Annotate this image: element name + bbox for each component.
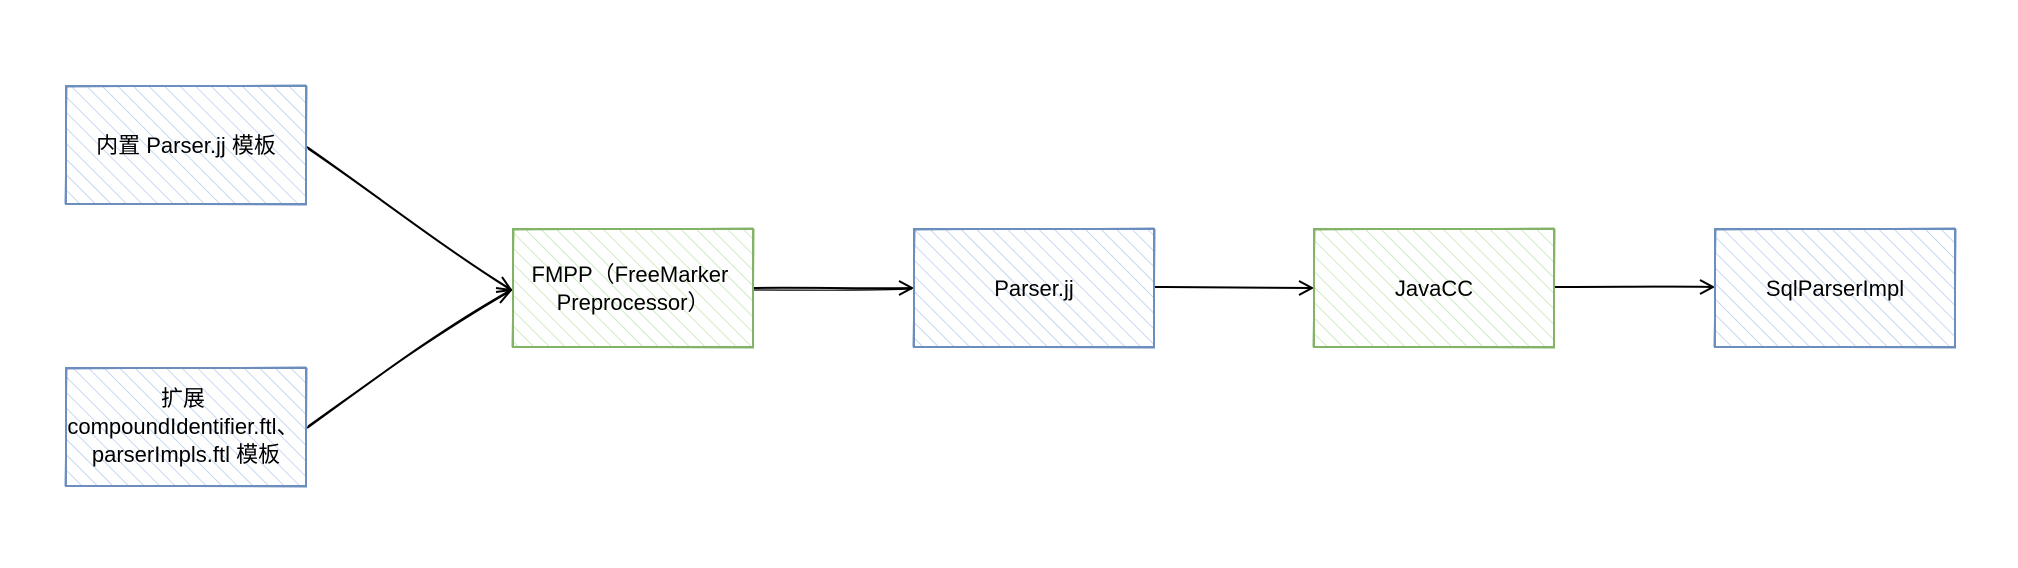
arrowhead-icon: [1699, 279, 1716, 295]
edge-extension-to-fmpp: [306, 288, 514, 429]
node-label-line: JavaCC: [1395, 276, 1473, 301]
node-extension-templates[interactable]: 扩展 compoundIdentifier.ftl、 parserImpls.f…: [64, 366, 308, 488]
node-label-line: 扩展: [161, 386, 205, 411]
node-builtin-template[interactable]: 内置 Parser.jj 模板: [64, 84, 308, 206]
arrowhead-icon: [495, 288, 514, 304]
svg-text:FMPP（FreeMarker Preproce: FMPP（FreeMarker Preprocessor）: [532, 262, 735, 315]
arrowhead-icon: [898, 280, 915, 296]
svg-text:SqlParserImpl: SqlParserImpl: [1766, 276, 1904, 301]
svg-text:扩展 compoundIdentifier.ft: 扩展 compoundIdentifier.ftl、 parserImpls.f…: [67, 386, 304, 467]
node-label-line: parserImpls.ftl 模板: [92, 442, 280, 467]
svg-text:内置 Parser.jj 模板: 内置 Parser.jj 模板: [96, 133, 276, 158]
edge-builtin-to-fmpp: [306, 146, 514, 292]
edge-fmpp-to-parser-jj: [751, 280, 915, 296]
arrowhead-icon: [495, 276, 514, 292]
node-sql-parser-impl[interactable]: SqlParserImpl: [1713, 227, 1957, 349]
edge-parser-jj-to-javacc: [1152, 280, 1315, 296]
node-fmpp[interactable]: FMPP（FreeMarker Preprocessor）: [511, 227, 755, 349]
node-label-line: 内置 Parser.jj 模板: [96, 133, 276, 158]
svg-text:JavaCC: JavaCC: [1395, 276, 1473, 301]
arrowhead-icon: [1298, 280, 1315, 296]
node-label-line: FMPP（FreeMarker: [532, 262, 729, 287]
node-parser-jj[interactable]: Parser.jj: [912, 227, 1156, 349]
svg-text:Parser.jj: Parser.jj: [994, 276, 1073, 301]
node-label-line: compoundIdentifier.ftl、: [67, 414, 298, 439]
node-label-line: Preprocessor）: [557, 290, 710, 315]
node-javacc[interactable]: JavaCC: [1312, 227, 1556, 349]
node-label-line: Parser.jj: [994, 276, 1073, 301]
node-label-line: SqlParserImpl: [1766, 276, 1904, 301]
edge-javacc-to-sql-parser-impl: [1553, 279, 1716, 295]
